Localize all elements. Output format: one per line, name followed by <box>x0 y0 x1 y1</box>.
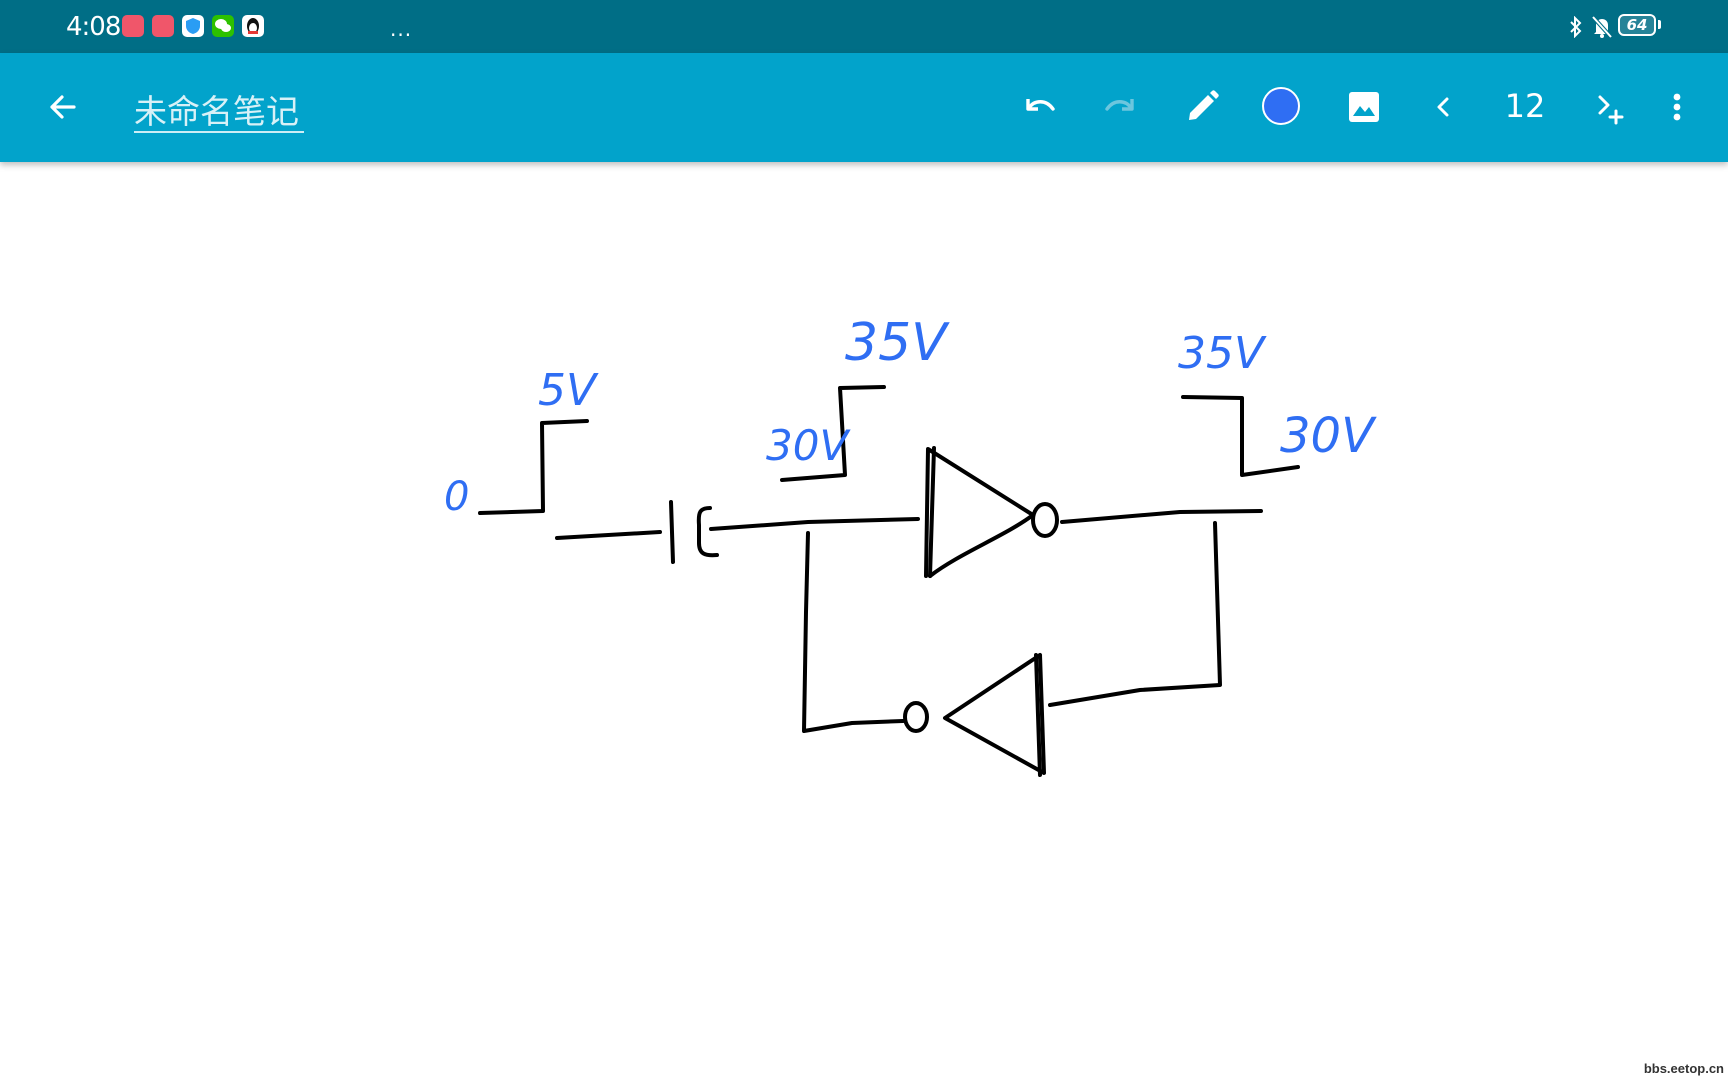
image-icon <box>1349 92 1379 122</box>
right-feedback-wire-stroke <box>1048 521 1222 707</box>
pencil-icon <box>1189 90 1219 120</box>
more-options-button[interactable] <box>1660 85 1694 129</box>
shield-app-icon <box>182 15 204 37</box>
output-wire-stroke <box>1060 509 1263 524</box>
previous-page-button[interactable] <box>1422 85 1466 129</box>
bottom-inverter-bubble-stroke <box>903 701 929 733</box>
top-inverter-body-stroke <box>928 446 936 578</box>
note-title: 未命名笔记 <box>134 92 299 131</box>
input-wire-stroke <box>555 530 662 540</box>
insert-image-button[interactable] <box>1342 85 1386 129</box>
top-inverter-triangle-stroke <box>924 447 1035 578</box>
handwritten-circuit <box>478 385 1300 777</box>
bottom-inverter-body-stroke <box>1034 653 1042 777</box>
more-notifications-indicator: ··· <box>390 23 413 47</box>
label-mid-low: 30V <box>766 421 851 470</box>
undo-button[interactable] <box>1018 85 1062 129</box>
page-number: 12 <box>1504 87 1546 125</box>
wire-to-top-inverter-stroke <box>709 517 920 531</box>
capacitor-plate-right-stroke <box>696 506 719 558</box>
redo-icon <box>1105 99 1134 111</box>
status-bar: 4:08 ··· 64 <box>0 0 1728 53</box>
label-out-high: 35V <box>1178 328 1267 379</box>
status-right-icons: 64 <box>1508 0 1728 53</box>
qq-penguin-icon <box>242 15 264 37</box>
pen-color-swatch[interactable] <box>1262 87 1300 125</box>
label-out-low: 30V <box>1280 408 1377 464</box>
capacitor-plate-left-stroke <box>669 500 675 564</box>
arrow-left-icon <box>50 95 76 119</box>
left-feedback-wire-stroke <box>802 531 905 733</box>
wechat-icon <box>212 15 234 37</box>
battery-tip <box>1658 20 1661 29</box>
bottom-inverter-triangle-stroke <box>943 653 1046 775</box>
top-inverter-bubble-stroke <box>1031 502 1059 538</box>
status-time: 4:08 <box>66 12 121 42</box>
back-button[interactable] <box>40 85 84 129</box>
chevron-left-icon <box>1437 97 1449 117</box>
redo-button[interactable] <box>1098 85 1142 129</box>
next-or-add-page-button[interactable] <box>1588 85 1632 129</box>
chevron-right-add-icon <box>1598 95 1624 125</box>
input-waveform-stroke <box>478 419 589 515</box>
app-toolbar: 未命名笔记 12 <box>0 53 1728 162</box>
output-waveform-stroke <box>1181 395 1300 477</box>
bluetooth-icon <box>1570 16 1582 38</box>
app-red-icon <box>152 15 174 37</box>
label-in-high: 5V <box>538 365 599 416</box>
bell-muted-icon <box>1591 15 1613 39</box>
label-mid-high: 35V <box>845 313 950 373</box>
watermark: bbs.eetop.cn <box>1643 1061 1724 1076</box>
pen-tool-button[interactable] <box>1180 85 1224 129</box>
battery-indicator: 64 <box>1618 14 1656 36</box>
more-vertical-icon <box>1673 93 1681 121</box>
label-in-low: 0 <box>444 474 469 520</box>
undo-icon <box>1026 99 1055 111</box>
mid-waveform-stroke <box>780 385 886 482</box>
note-title-field[interactable]: 未命名笔记 <box>134 83 304 133</box>
app-red-icon <box>122 15 144 37</box>
